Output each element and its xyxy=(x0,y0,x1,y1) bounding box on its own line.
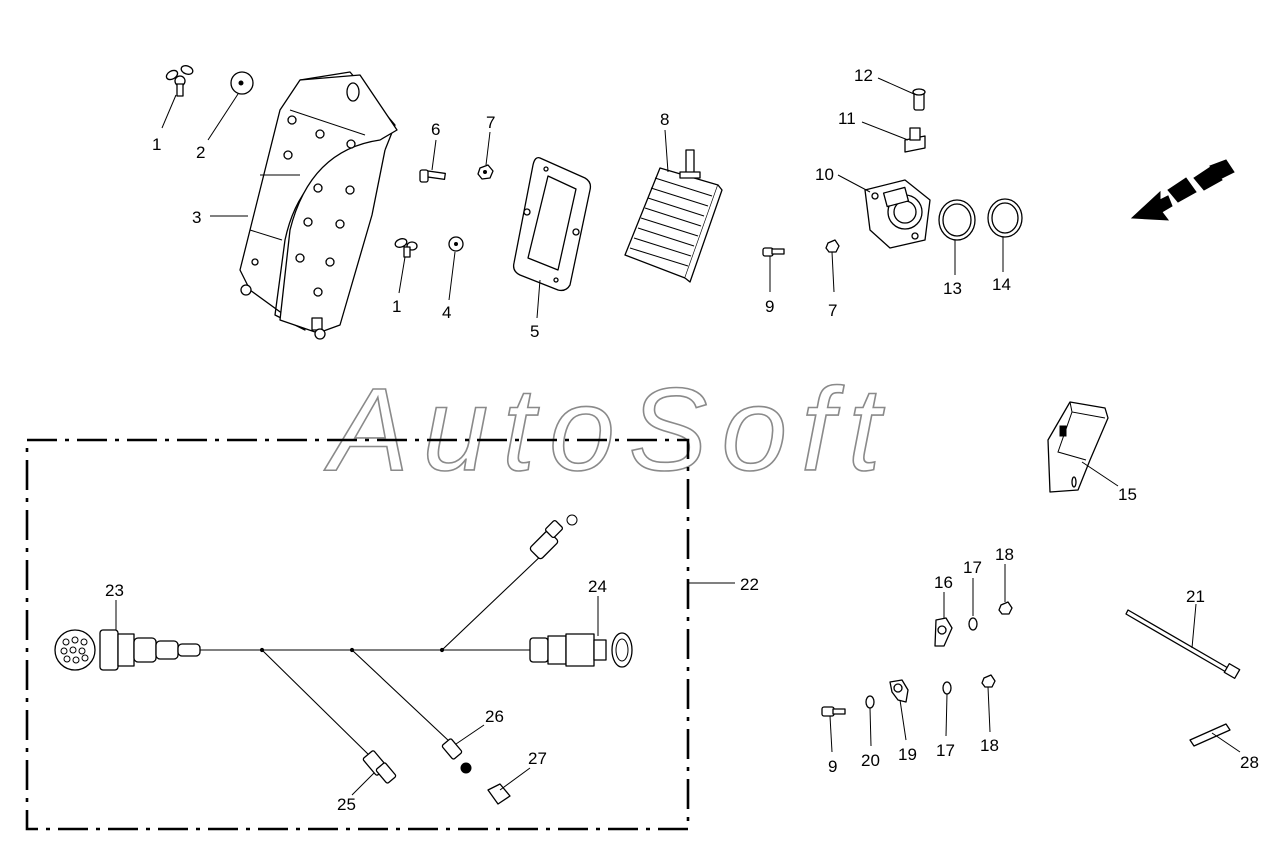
callout-15: 15 xyxy=(1118,485,1137,504)
callout-5: 5 xyxy=(530,322,539,341)
callout-1-lower: 1 xyxy=(392,297,401,316)
part-4-washer xyxy=(448,236,464,252)
callout-1: 1 xyxy=(152,135,161,154)
callout-27: 27 xyxy=(528,749,547,768)
callout-26: 26 xyxy=(485,707,504,726)
part-15-bracket xyxy=(1047,401,1109,493)
callout-21: 21 xyxy=(1186,587,1205,606)
part-24-connector xyxy=(529,632,633,668)
callout-8: 8 xyxy=(660,110,669,129)
part-1-wing-nut xyxy=(165,65,194,97)
part-6-bolt xyxy=(419,169,446,183)
part-26-connector xyxy=(441,738,472,774)
callout-4: 4 xyxy=(442,303,451,322)
callout-18: 18 xyxy=(995,545,1014,564)
direction-arrow-icon xyxy=(1130,159,1235,221)
callout-19: 19 xyxy=(898,745,917,764)
callout-17: 17 xyxy=(963,558,982,577)
part-10-socket-housing xyxy=(864,179,931,249)
callout-23: 23 xyxy=(105,581,124,600)
callout-24: 24 xyxy=(588,577,607,596)
callout-7: 7 xyxy=(486,113,495,132)
part-27-clip xyxy=(487,783,511,805)
part-20-washer xyxy=(865,695,875,709)
part-7-nut xyxy=(477,164,494,180)
callout-9: 9 xyxy=(765,297,774,316)
part-18-nut-lower xyxy=(981,674,996,688)
callout-11: 11 xyxy=(838,109,856,128)
part-8-heat-sink xyxy=(624,149,723,283)
part-16-clamp xyxy=(934,617,953,647)
callout-2: 2 xyxy=(196,143,205,162)
part-28-strip xyxy=(1189,723,1231,747)
part-21-cable-tie xyxy=(1125,609,1241,679)
part-25-connector xyxy=(362,750,397,784)
part-5-gasket xyxy=(512,157,592,292)
part-2-washer xyxy=(230,71,254,95)
callout-7-right: 7 xyxy=(828,301,837,320)
part-23-main-connector xyxy=(54,629,201,671)
callout-16: 16 xyxy=(934,573,953,592)
part-1-wing-nut-lower xyxy=(394,238,418,258)
part-19-clamp xyxy=(889,679,909,703)
part-13-o-ring xyxy=(938,199,976,241)
callout-20: 20 xyxy=(861,751,880,770)
callout-13: 13 xyxy=(943,279,962,298)
callout-18-lower: 18 xyxy=(980,736,999,755)
part-9-bolt xyxy=(762,247,785,257)
part-9-bolt-lower xyxy=(821,706,846,717)
branch-connector-top xyxy=(529,514,578,560)
callout-6: 6 xyxy=(431,120,440,139)
watermark: AutoSoft xyxy=(324,364,895,496)
part-14-o-ring xyxy=(987,198,1023,238)
callout-12: 12 xyxy=(854,66,873,85)
callout-22: 22 xyxy=(740,575,759,594)
callout-14: 14 xyxy=(992,275,1011,294)
part-17-washer-lower xyxy=(942,681,952,695)
part-7-nut-right xyxy=(825,239,840,253)
callout-3: 3 xyxy=(192,208,201,227)
callout-25: 25 xyxy=(337,795,356,814)
part-17-washer xyxy=(968,617,978,631)
callout-17-lower: 17 xyxy=(936,741,955,760)
wire-harness xyxy=(200,551,546,759)
callout-28: 28 xyxy=(1240,753,1259,772)
callout-labels: 1 2 3 1 4 5 6 7 8 9 7 10 11 12 13 14 15 … xyxy=(105,66,1259,814)
part-11-socket xyxy=(904,127,926,153)
harness-boundary xyxy=(25,438,690,831)
callout-10: 10 xyxy=(815,165,834,184)
part-18-nut xyxy=(998,601,1013,615)
part-3-guard-cover xyxy=(239,71,398,340)
callout-9-lower: 9 xyxy=(828,757,837,776)
part-12-pin xyxy=(912,88,926,111)
